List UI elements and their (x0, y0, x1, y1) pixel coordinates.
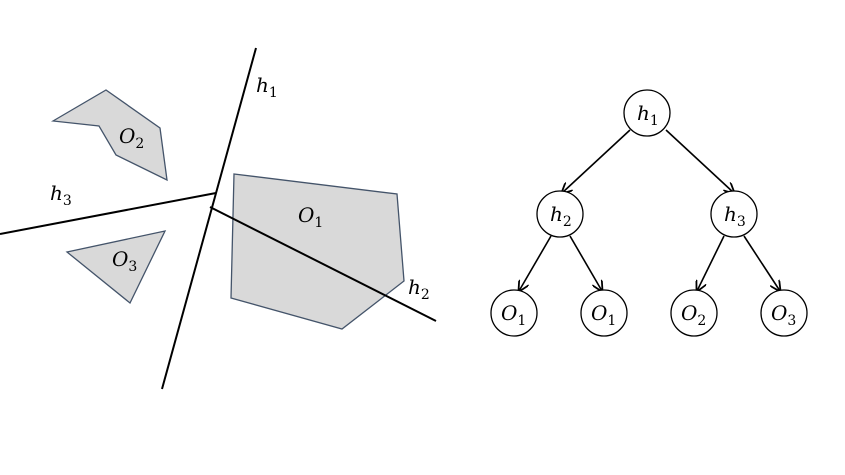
tree-node-h3: h3 (710, 190, 758, 238)
svg-text:O1: O1 (591, 301, 616, 329)
tree-leaf-o1-right: O1 (580, 289, 628, 337)
edge-h3-o3 (743, 235, 780, 291)
object-o1-shape (230, 173, 405, 330)
tree-leaf-o3: O3 (760, 289, 808, 337)
bsp-tree: h1 h2 h3 O1 O1 O2 O3 (490, 89, 808, 337)
line-h2 (209, 206, 437, 322)
svg-text:h3: h3 (724, 202, 746, 230)
partition-panel: h1 h2 h3 O1 O2 O3 (0, 47, 437, 390)
line-h1-label: h1 (256, 73, 278, 101)
edge-h2-o1-left (519, 235, 552, 291)
svg-text:h1: h1 (637, 101, 659, 129)
svg-text:O3: O3 (771, 301, 796, 329)
tree-node-h2: h2 (536, 190, 584, 238)
line-h2-label: h2 (408, 275, 430, 303)
svg-text:h2: h2 (550, 202, 572, 230)
tree-leaf-o1-left: O1 (490, 289, 538, 337)
object-o2-shape (50, 89, 168, 182)
object-o2-label: O2 (119, 124, 144, 152)
svg-text:O1: O1 (501, 301, 526, 329)
edge-h3-o2 (697, 235, 725, 291)
object-o3-shape (65, 230, 167, 305)
line-h1 (161, 47, 257, 390)
edge-h2-o1-right (569, 235, 602, 291)
object-o1-label: O1 (298, 203, 323, 231)
tree-leaf-o2: O2 (670, 289, 718, 337)
edge-h1-h2 (562, 129, 631, 193)
line-h3-label: h3 (50, 181, 72, 209)
edge-h1-h3 (665, 129, 734, 193)
line-h3 (0, 192, 217, 235)
svg-text:O2: O2 (681, 301, 706, 329)
tree-node-h1: h1 (623, 89, 671, 137)
object-o3-label: O3 (112, 247, 137, 275)
